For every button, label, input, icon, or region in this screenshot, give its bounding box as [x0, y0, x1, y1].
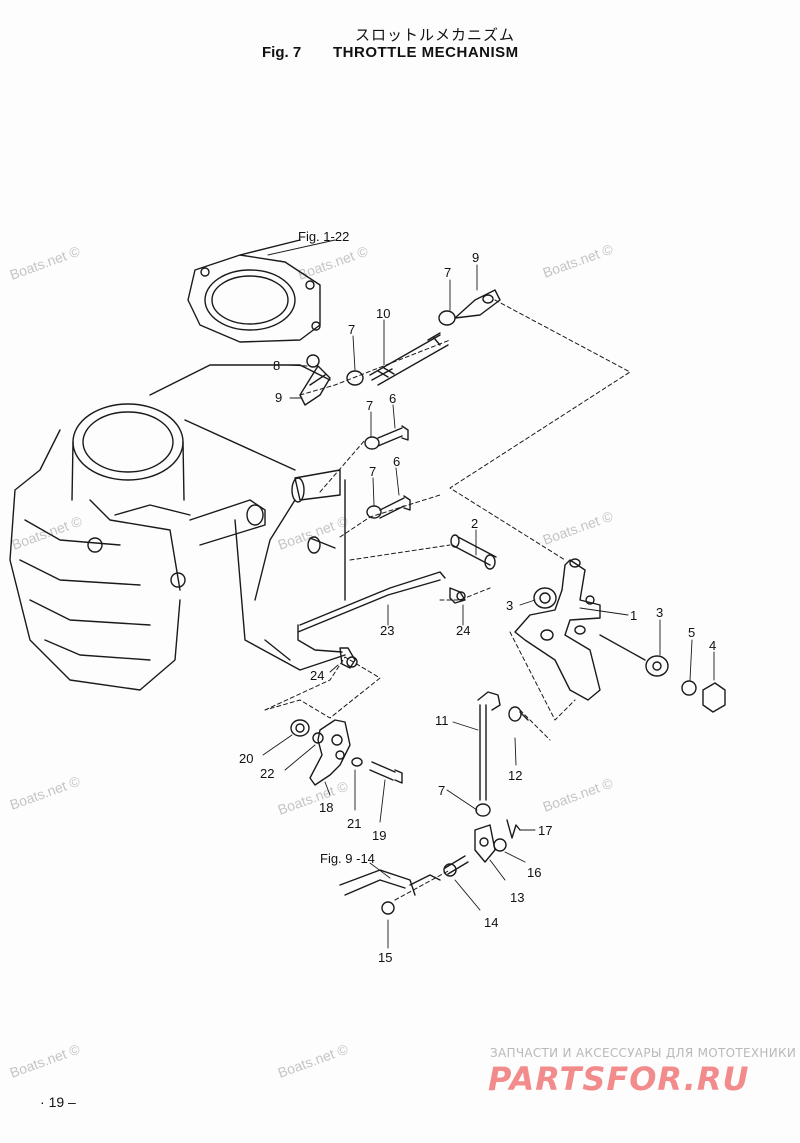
watermark: Boats.net ©	[541, 507, 616, 547]
watermark: Boats.net ©	[276, 777, 351, 817]
watermark: Boats.net ©	[541, 774, 616, 814]
callout-12: 12	[508, 768, 522, 783]
callout-7: 7	[444, 265, 451, 280]
callout-19: 19	[372, 828, 386, 843]
callout-11: 11	[435, 713, 449, 728]
callout-7: 7	[369, 464, 376, 479]
callout-20: 20	[239, 751, 253, 766]
lower-lever-drawing	[290, 719, 403, 786]
watermark: Boats.net ©	[276, 512, 351, 552]
carb-throttle-arm-drawing	[254, 469, 341, 601]
carburetor-drawing	[9, 364, 346, 691]
intake-gasket-drawing	[187, 239, 321, 343]
shop-caption: ЗАПЧАСТИ И АКСЕССУАРЫ ДЛЯ МОТОТЕХНИКИ	[490, 1046, 797, 1060]
callout-9: 9	[472, 250, 479, 265]
callout-7: 7	[366, 398, 373, 413]
callout-5: 5	[688, 625, 695, 640]
callout-7: 7	[438, 783, 445, 798]
callout-4: 4	[709, 638, 716, 653]
screws-and-nuts-drawing	[364, 425, 411, 519]
callout-3: 3	[656, 605, 663, 620]
remote-rod-drawing	[339, 869, 441, 915]
watermark: Boats.net ©	[8, 242, 83, 282]
watermark: Boats.net ©	[276, 1040, 351, 1080]
callout-17: 17	[538, 823, 552, 838]
callout-leaders	[262, 239, 715, 949]
link-rod-drawing	[297, 571, 466, 669]
callout-8: 8	[273, 358, 280, 373]
reference-fig-1-22: Fig. 1-22	[298, 229, 349, 244]
callout-24: 24	[456, 623, 470, 638]
vertical-link-rod-drawing	[443, 691, 529, 877]
callout-7: 7	[348, 322, 355, 337]
callout-21: 21	[347, 816, 361, 831]
callout-6: 6	[389, 391, 396, 406]
callout-16: 16	[527, 865, 541, 880]
watermark: Boats.net ©	[8, 772, 83, 812]
watermark: Boats.net ©	[8, 1040, 83, 1080]
throttle-rod-assembly-drawing	[299, 289, 501, 406]
callout-24: 24	[310, 668, 324, 683]
callout-23: 23	[380, 623, 394, 638]
page-number-value: 19	[48, 1094, 65, 1110]
watermark: Boats.net ©	[541, 240, 616, 280]
shop-logo: PARTSFOR.RU	[488, 1060, 750, 1098]
callout-10: 10	[376, 306, 390, 321]
figure-number: Fig. 7	[262, 44, 302, 61]
callout-13: 13	[510, 890, 524, 905]
reference-fig-9-14: Fig. 9 -14	[320, 851, 375, 866]
callout-15: 15	[378, 950, 392, 965]
page-number: · 19 –	[40, 1094, 76, 1110]
callout-3: 3	[506, 598, 513, 613]
callout-18: 18	[319, 800, 333, 815]
callout-9: 9	[275, 390, 282, 405]
figure-title: THROTTLE MECHANISM	[333, 44, 519, 61]
throttle-lever-drawing	[450, 534, 726, 713]
callout-14: 14	[484, 915, 498, 930]
callout-2: 2	[471, 516, 478, 531]
callout-6: 6	[393, 454, 400, 469]
callout-22: 22	[260, 766, 274, 781]
callout-1: 1	[630, 608, 637, 623]
title-japanese: スロットルメカニズム	[355, 26, 516, 44]
